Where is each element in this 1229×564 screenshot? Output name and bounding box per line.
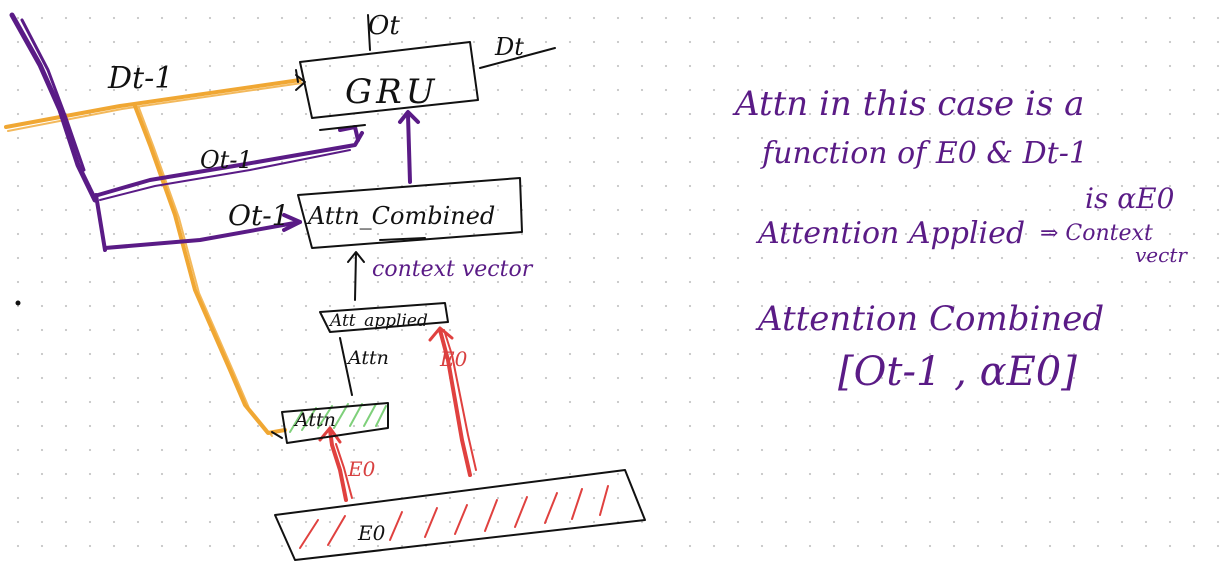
attn-applied-label: Att_applied [328,311,428,331]
note-line-3b: is αE0 [1085,182,1174,215]
e0-right-label: E0 [439,347,468,371]
note-line-7: [Ot-1 , αE0] [838,349,1077,395]
dt-minus-1-label: Dt-1 [107,61,173,96]
note-line-3a: Attention Applied [755,216,1025,251]
gru-box [299,41,479,119]
e0-left-label: E0 [347,457,376,481]
ot-minus-1-lower-label: Ot-1 [228,199,289,232]
notes: Attn in this case is a function of E0 & … [732,84,1188,395]
black-structure [15,14,646,561]
ot-minus-1-upper-label: Ot-1 [200,146,253,174]
ot-top-label: Ot [368,11,400,41]
red-encoder-lines [299,326,609,549]
attn-box-hatch [289,403,387,433]
encoder-label: E0 [357,521,386,545]
note-line-6: Attention Combined [755,299,1104,339]
attn-combined-label: Attn_Combined [306,202,495,230]
dt-output-label: Dt [494,33,524,61]
context-vector-label: context vector [372,257,534,282]
attn-mid-label: Attn [346,347,389,369]
note-line-5: vectr [1135,243,1188,267]
note-line-4: ⇒ Context [1040,221,1153,246]
attn-combined-box [297,177,523,249]
dt-minus-1-path [4,78,303,437]
note-line-2: function of E0 & Dt-1 [760,136,1088,171]
attn-box-label: Attn [293,409,336,431]
gru-label: GRU [345,72,438,112]
attn-applied-box [319,302,449,333]
attn-box [281,402,389,444]
note-line-1: Attn in this case is a [732,84,1084,124]
encoder-bar [274,469,646,561]
